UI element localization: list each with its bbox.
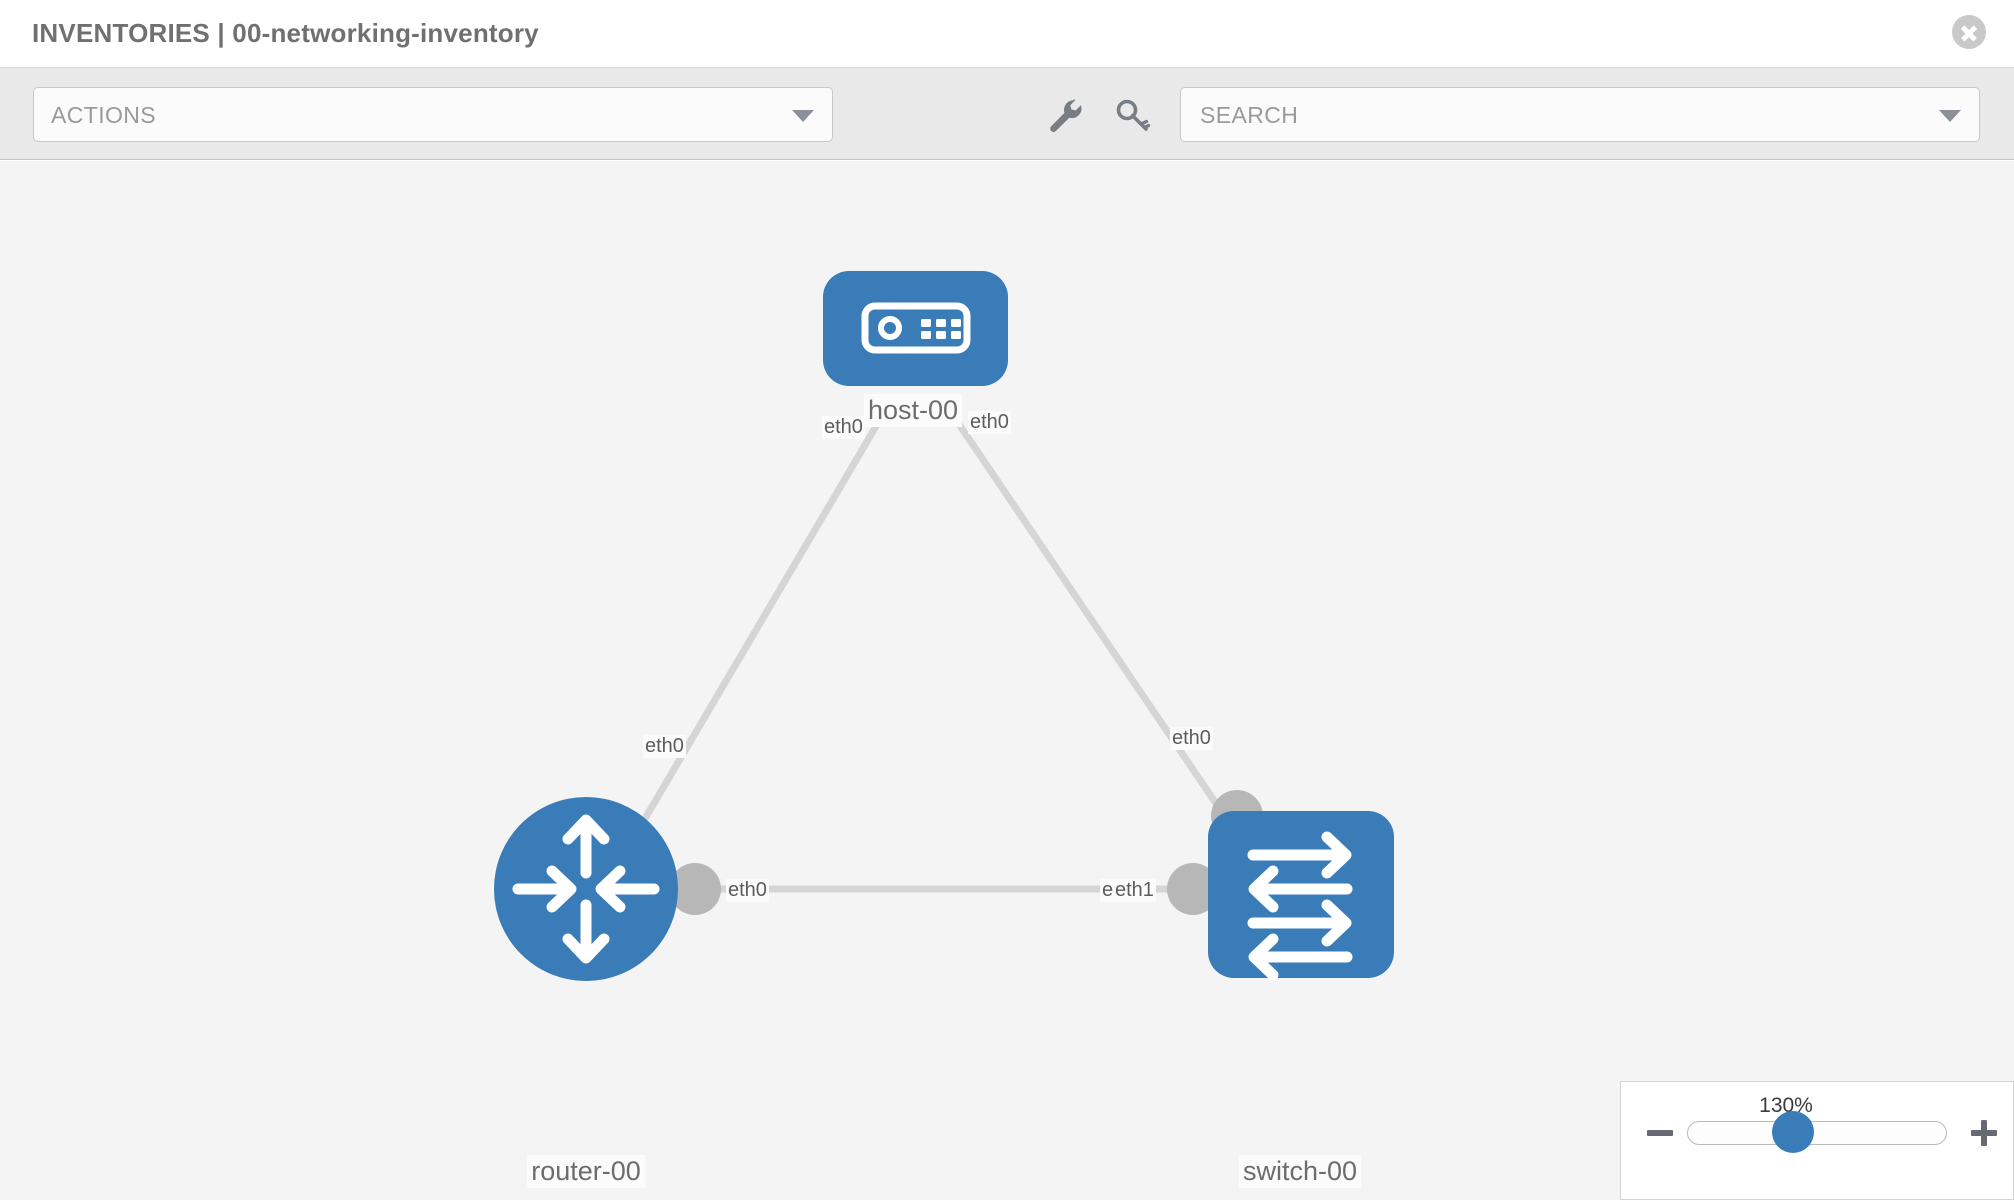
wrench-icon[interactable] [1046, 96, 1084, 134]
node-host-00[interactable] [823, 271, 1008, 386]
node-label-router-00[interactable]: router-00 [527, 1155, 645, 1188]
edge-label-switch00-eth0-uplink[interactable]: eth0 [1170, 727, 1213, 750]
chevron-down-icon[interactable] [1939, 110, 1961, 122]
node-switch-00[interactable] [1208, 811, 1394, 981]
node-label-host-00[interactable]: host-00 [863, 394, 963, 427]
key-icon[interactable] [1113, 96, 1151, 134]
topology-canvas[interactable]: host-00 router-00 switch-00 eth0 eth0 et… [0, 161, 2014, 1200]
toolbar: ACTIONS [0, 68, 2014, 160]
connector-router00-eth0[interactable] [669, 863, 721, 915]
edges [616, 409, 1258, 893]
connector-switch00-eth1[interactable] [1167, 863, 1219, 915]
node-router-00-shape[interactable] [494, 797, 678, 981]
edge-label-host00-eth0-right[interactable]: eth0 [968, 411, 1011, 434]
edge-host00-router00[interactable] [616, 409, 889, 863]
node-router-00[interactable] [494, 797, 678, 981]
node-host-00-shape[interactable] [823, 271, 1008, 386]
zoom-in-button[interactable] [1969, 1118, 1999, 1148]
zoom-slider-track[interactable] [1687, 1121, 1947, 1145]
actions-dropdown-label: ACTIONS [51, 102, 157, 128]
actions-dropdown[interactable]: ACTIONS [33, 87, 833, 142]
search-box[interactable] [1180, 87, 1980, 143]
server-device-icon [861, 302, 971, 354]
edge-label-router00-eth0[interactable]: eth0 [726, 879, 769, 902]
edge-host00-switch00[interactable] [947, 409, 1258, 863]
plus-icon-vertical [1981, 1120, 1987, 1146]
edge-label-router00-eth0-uplink[interactable]: eth0 [643, 735, 686, 758]
minus-icon [1647, 1130, 1673, 1136]
topology-graph [494, 271, 1394, 981]
edge-label-switch00-eth1[interactable]: eth1 [1113, 879, 1156, 902]
page-title: INVENTORIES | 00-networking-inventory [32, 18, 539, 48]
zoom-slider-thumb[interactable] [1772, 1111, 1814, 1153]
edge-label-host00-eth0-left[interactable]: eth0 [822, 416, 865, 439]
search-input[interactable] [1198, 88, 1932, 143]
node-label-switch-00[interactable]: switch-00 [1238, 1155, 1362, 1188]
title-bar: INVENTORIES | 00-networking-inventory [0, 0, 2014, 68]
zoom-out-button[interactable] [1645, 1118, 1675, 1148]
chevron-down-icon [792, 110, 814, 122]
zoom-control-panel: 130% [1620, 1081, 2014, 1200]
close-icon[interactable] [1952, 15, 1986, 49]
router-four-arrows-icon [512, 814, 660, 964]
switch-arrows-icon [1247, 831, 1353, 981]
